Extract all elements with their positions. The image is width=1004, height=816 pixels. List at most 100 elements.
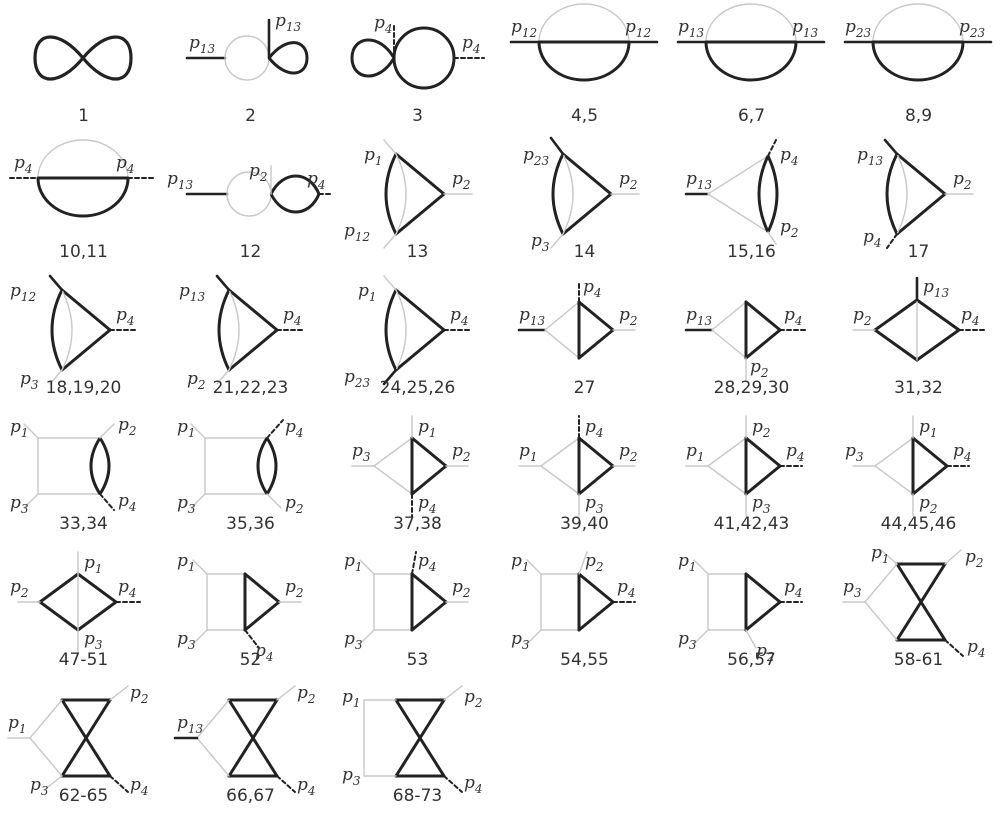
massless-loop [224, 35, 270, 81]
momentum-label: p3 [177, 629, 196, 652]
momentum-label: p2 [249, 161, 268, 184]
external-leg-thin [944, 549, 962, 565]
momentum-label: p4 [130, 775, 149, 798]
massless-propagator [872, 3, 964, 43]
momentum-label: p2 [780, 217, 799, 240]
momentum-label: p4 [116, 153, 135, 176]
propagator-arc [228, 289, 240, 371]
momentum-label: p13 [189, 33, 216, 56]
propagator-line [577, 572, 615, 604]
momentum-label: p2 [965, 547, 984, 570]
momentum-label: p4 [617, 577, 636, 600]
external-leg-dashed [244, 629, 260, 649]
massless-propagator [864, 563, 898, 603]
momentum-label: p4 [418, 493, 437, 516]
momentum-label: p13 [519, 305, 546, 328]
massless-propagator [705, 3, 797, 43]
massive-propagator [217, 289, 231, 371]
external-leg-dashed [886, 233, 898, 249]
external-leg [883, 138, 899, 156]
external-leg-thin [767, 231, 777, 245]
momentum-label: p4 [297, 775, 316, 798]
propagator-line [394, 192, 446, 236]
momentum-label: p4 [784, 305, 803, 328]
massless-propagator [196, 699, 230, 739]
propagator-line [895, 152, 947, 196]
external-leg [215, 274, 231, 292]
diagram-number-label: 44,45,46 [880, 514, 957, 534]
massless-propagator [707, 155, 769, 195]
massless-propagator [707, 465, 747, 495]
external-leg-thin [216, 369, 230, 385]
momentum-label: p1 [686, 441, 705, 464]
external-leg-dashed [944, 639, 964, 657]
momentum-label: p4 [285, 417, 304, 440]
external-leg-dashed [109, 775, 129, 793]
massless-propagator [373, 437, 413, 467]
diagram-number-label: 27 [573, 378, 596, 398]
propagator-line [911, 464, 949, 496]
diagram-number-label: 21,22,23 [212, 378, 289, 398]
external-leg-thin [266, 493, 282, 509]
diagram-number-label: 3 [412, 106, 423, 126]
momentum-label: p23 [845, 17, 872, 40]
massless-propagator [711, 329, 747, 359]
propagator-line [744, 436, 782, 468]
momentum-label: p3 [30, 775, 49, 798]
external-leg-thin [383, 233, 397, 249]
momentum-label: p3 [344, 629, 363, 652]
diagram-number-label: 8,9 [904, 106, 933, 126]
external-leg-thin [99, 423, 115, 439]
propagator-line [577, 328, 615, 360]
propagator-line [227, 288, 279, 332]
momentum-label: p12 [344, 221, 370, 244]
momentum-label: p3 [531, 231, 550, 254]
propagator-arc [61, 289, 73, 371]
propagator-line [577, 300, 615, 332]
diagram-number-label: 1 [78, 106, 89, 126]
momentum-label: p2 [619, 441, 638, 464]
propagator-line [895, 562, 947, 642]
momentum-label: p2 [285, 493, 304, 516]
momentum-label: p3 [342, 765, 361, 788]
massless-propagator [29, 737, 63, 777]
external-leg-thin [745, 629, 757, 649]
diagram-number-label: 6,7 [737, 106, 766, 126]
massive-loop [267, 41, 309, 75]
momentum-label: p3 [752, 493, 771, 516]
propagator-arc [98, 437, 111, 495]
massive-loop [392, 26, 456, 90]
massive-propagator [871, 41, 965, 82]
external-leg-thin [192, 629, 208, 645]
momentum-label: p4 [116, 305, 135, 328]
momentum-label: p12 [511, 17, 537, 40]
external-leg-thin [23, 423, 39, 439]
external-leg-thin [383, 139, 397, 155]
external-leg-thin [359, 559, 375, 575]
massive-propagator [384, 289, 398, 371]
external-leg-thin [23, 493, 39, 509]
momentum-label: p4 [583, 277, 602, 300]
momentum-label: p3 [20, 369, 39, 392]
